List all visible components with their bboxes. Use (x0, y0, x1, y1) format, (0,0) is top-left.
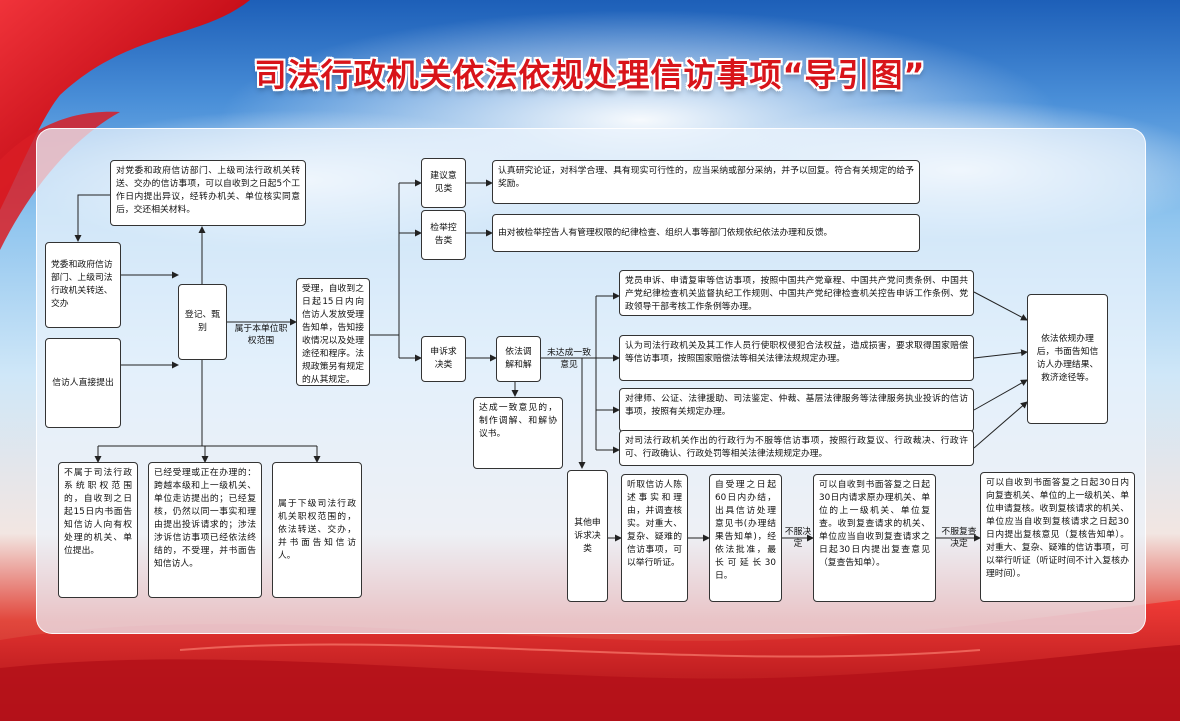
appeal-box: 申诉求决类 (421, 336, 466, 382)
report-box: 检举控告类 (421, 210, 466, 260)
label-own-scope: 属于本单位职权范围 (234, 324, 288, 346)
review-box: 可以自收到书面答复之日起30日内请求原办理机关、单位的上一级机关、单位复查。收到… (813, 474, 936, 602)
label-no-agreement: 未达成一致意见 (547, 348, 591, 370)
already-handled-box: 已经受理或正在办理的：跨越本级和上一级机关、单位走访提出的；已经复核，仍然以同一… (148, 462, 262, 598)
register-box: 登记、甄别 (178, 284, 227, 360)
forward-note-box: 对党委和政府信访部门、上级司法行政机关转送、交办的信访事项，可以自收到之日起5个… (110, 160, 306, 226)
mediate-box: 依法调解和解 (496, 336, 541, 382)
petitioner-box: 信访人直接提出 (45, 338, 121, 428)
label-dissatisfied-2: 不服复查决定 (941, 527, 977, 549)
hear-box: 听取信访人陈述事实和理由，并调查核实。对重大、复杂、疑难的信访事项，可以举行听证… (621, 474, 688, 602)
suggestion-box: 建议意见类 (421, 158, 466, 208)
subordinate-box: 属于下级司法行政机关职权范围的，依法转送、交办，并书面告知信访人。 (272, 462, 362, 598)
branch-legal-service-box: 对律师、公证、法律援助、司法鉴定、仲裁、基层法律服务等法律服务执业投诉的信访事项… (619, 388, 974, 432)
party-gov-box: 党委和政府信访部门、上级司法行政机关转送、交办 (45, 242, 121, 328)
recheck-box: 可以自收到书面答复之日起30日内向复查机关、单位的上一级机关、单位申请复核。收到… (980, 472, 1135, 602)
branch-admin-box: 对司法行政机关作出的行政行为不服等信访事项，按照行政复议、行政裁决、行政许可、行… (619, 430, 974, 466)
label-dissatisfied-1: 不服决定 (784, 527, 812, 549)
deadline-box: 自受理之日起60日内办结，出具信访处理意见书(办理结果告知单)，经依法批准，最长… (709, 474, 782, 602)
other-appeal-box: 其他申诉求决类 (567, 470, 608, 602)
branch-party-box: 党员申诉、申请复审等信访事项，按照中国共产党章程、中国共产党问责条例、中国共产党… (619, 270, 974, 316)
page-title: 司法行政机关依法依规处理信访事项“导引图” (254, 56, 926, 94)
suggestion-action-box: 认真研究论证，对科学合理、具有现实可行性的，应当采纳或部分采纳，并予以回复。符合… (492, 160, 920, 204)
branch-compensation-box: 认为司法行政机关及其工作人员行使职权侵犯合法权益，造成损害，要求取得国家赔偿等信… (619, 335, 974, 381)
accept-box: 受理，自收到之日起15日内向信访人发放受理告知单，告知接收情况以及处理途径和程序… (296, 278, 370, 386)
report-action-box: 由对被检举控告人有管理权限的纪律检查、组织人事等部门依规依纪依法办理和反馈。 (492, 214, 920, 252)
result-box: 依法依规办理后，书面告知信访人办理结果、救济途径等。 (1027, 294, 1108, 424)
agreement-box: 达成一致意见的，制作调解、和解协议书。 (473, 397, 563, 469)
not-in-system-box: 不属于司法行政系统职权范围的，自收到之日起15日内书面告知信访人向有权处理的机关… (58, 462, 138, 598)
